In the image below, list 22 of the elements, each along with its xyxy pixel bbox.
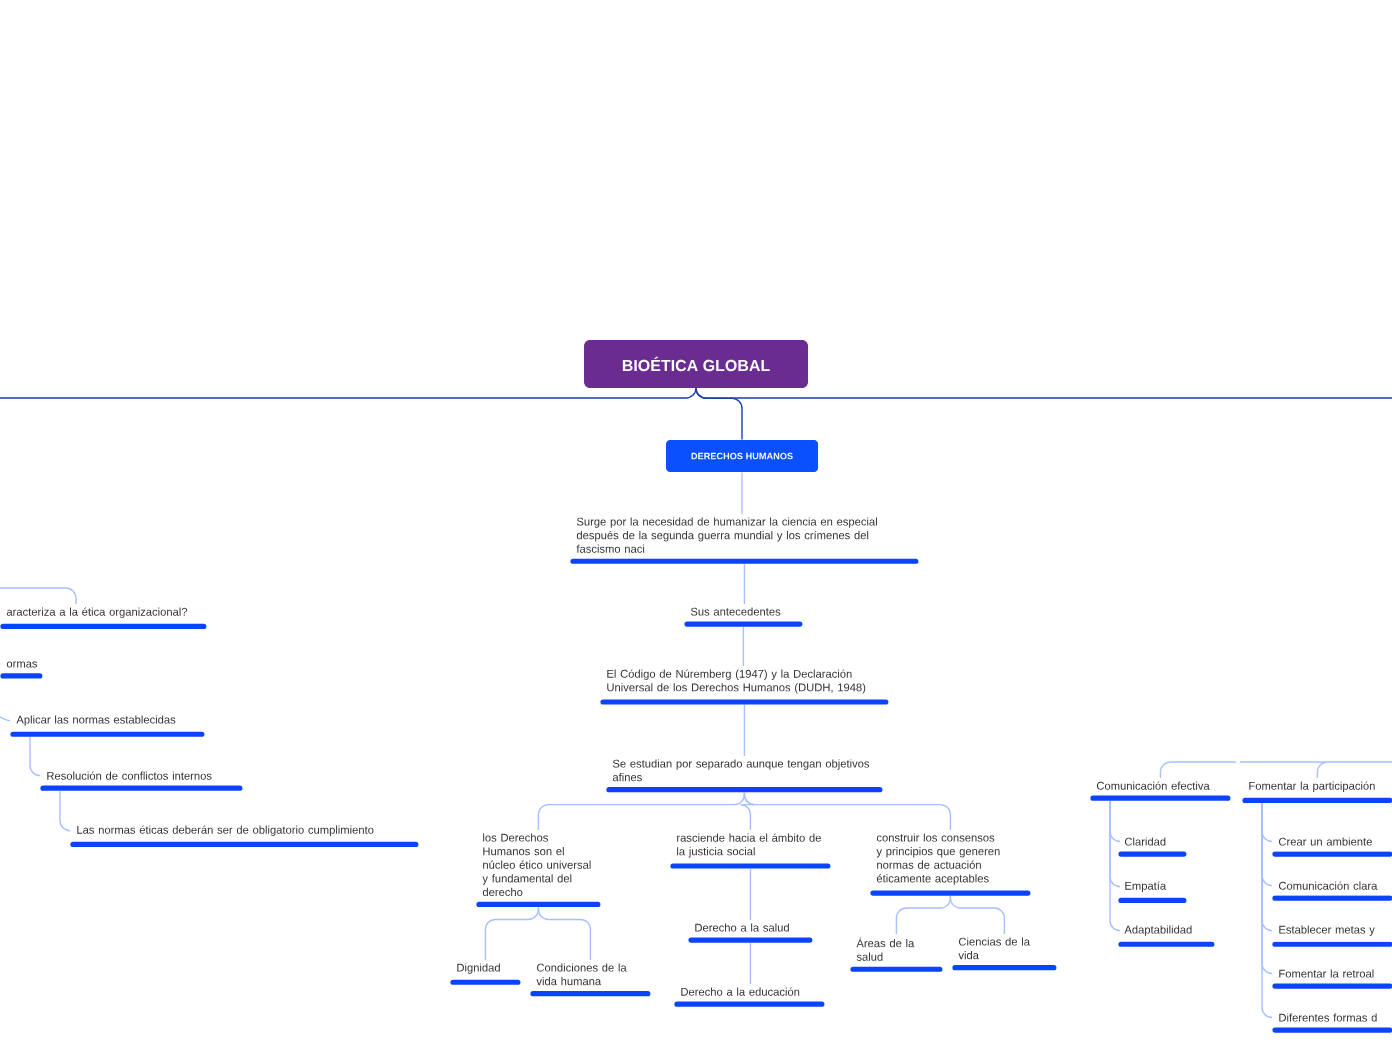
connector-line [741, 471, 743, 515]
connector-line [1239, 761, 1392, 779]
connector-line [749, 868, 752, 921]
connector-line [29, 736, 41, 777]
title-box: BIOÉTICA GLOBAL [584, 340, 808, 388]
connector-line [0, 387, 697, 399]
connector-line [0, 715, 11, 722]
connector-line [695, 387, 1392, 399]
connector-line [59, 790, 71, 832]
connector-line [742, 626, 745, 667]
connector-line [895, 895, 952, 935]
connector-line [1261, 802, 1273, 1019]
connector-line [695, 387, 743, 441]
connector-line [749, 942, 752, 985]
connector-line [537, 906, 592, 961]
connector-line [743, 791, 952, 831]
connector-line [537, 791, 746, 831]
connector-line [743, 704, 746, 757]
connector-line [949, 895, 1006, 935]
connector-line [743, 563, 746, 605]
connector-line [1109, 800, 1121, 932]
connector-line [484, 906, 540, 961]
